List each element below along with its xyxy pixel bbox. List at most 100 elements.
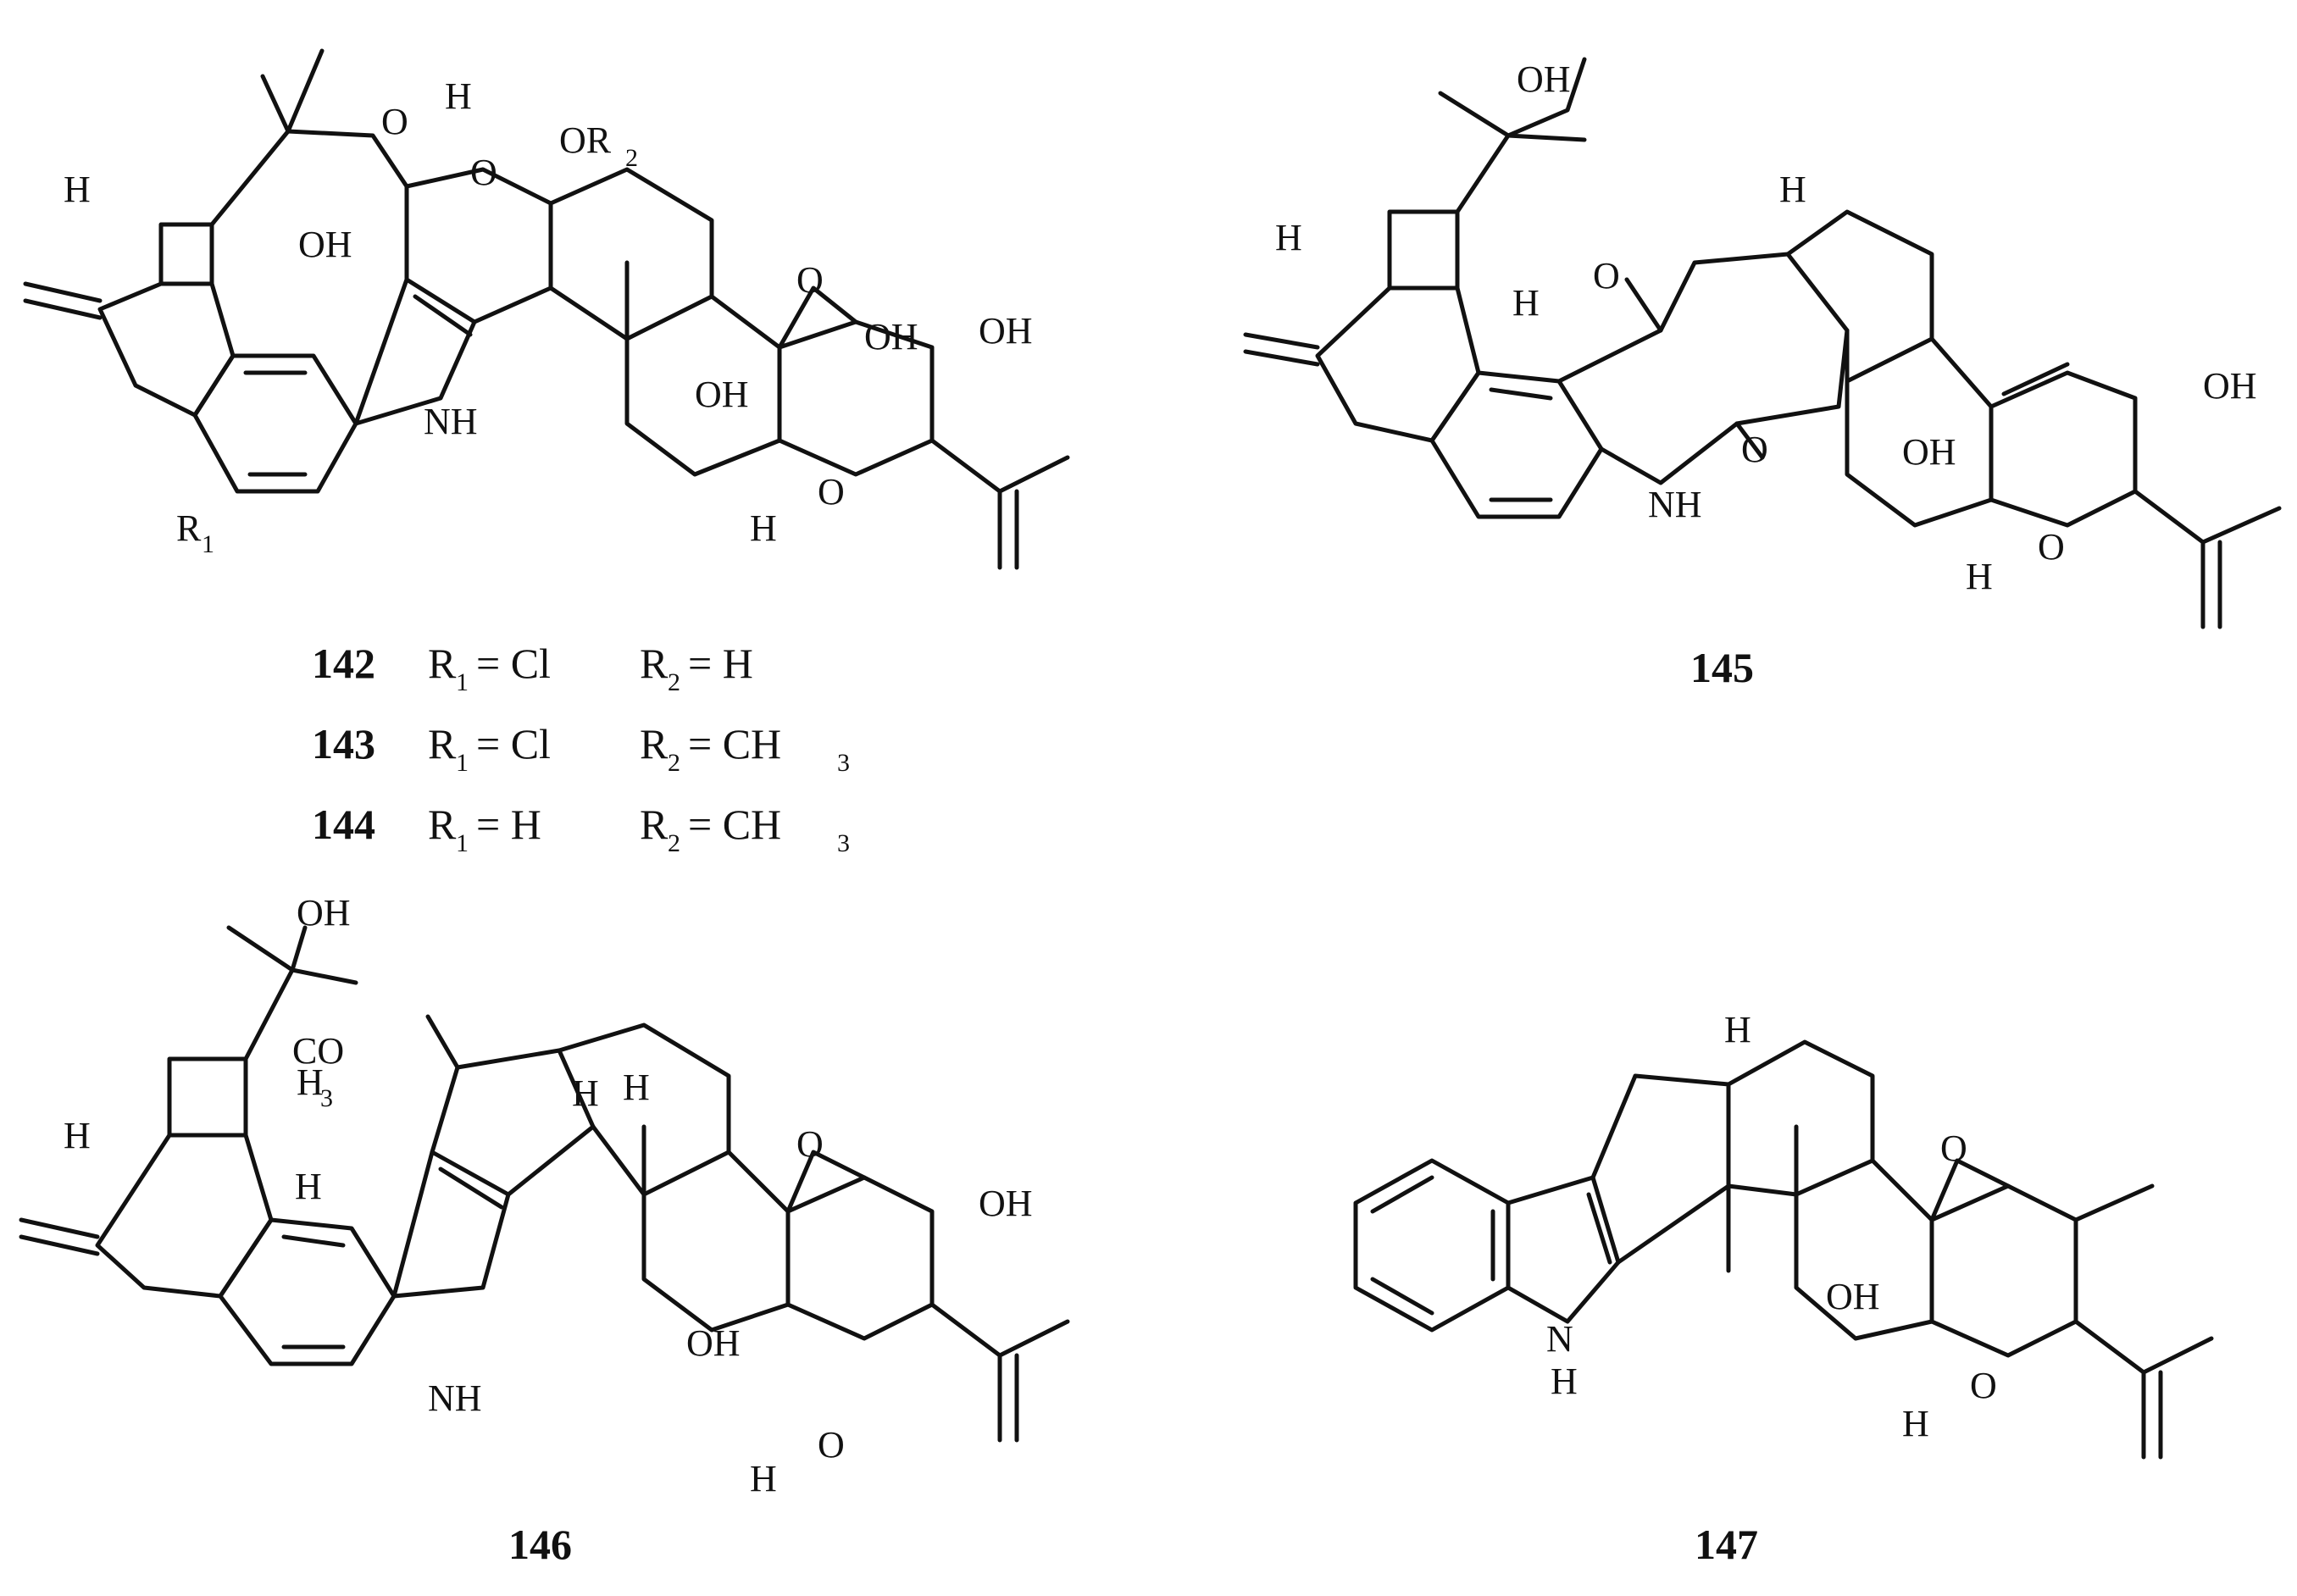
r1-subscript: 1	[456, 749, 469, 777]
r1-subscript: 1	[456, 668, 469, 696]
atom-label: H	[64, 169, 91, 210]
atom-subscript: 2	[625, 144, 638, 172]
isopropenyl-2	[2200, 506, 2282, 545]
atom-label: NH	[424, 401, 478, 442]
r2-symbol: R	[640, 801, 669, 848]
atom-label: H	[750, 1458, 777, 1499]
atom-label: H	[1779, 169, 1806, 210]
ketone-2	[1734, 421, 1765, 460]
atom-label: OH	[686, 1322, 741, 1364]
aromatic-ring	[218, 1217, 397, 1366]
atom-label: O	[1940, 1128, 1967, 1169]
exo-methylene-bond-2	[1243, 349, 1320, 367]
isopropenyl-2	[997, 455, 1070, 494]
ring-d	[557, 1022, 731, 1197]
atom-label: O	[818, 1424, 845, 1466]
atom-label: O	[818, 471, 845, 513]
ring-a	[95, 1133, 274, 1299]
compound-number: 143	[312, 720, 375, 768]
r2-value-subscript: 3	[837, 749, 850, 777]
atom-label: OH	[864, 316, 918, 357]
aromatic-inner-1	[281, 1234, 346, 1248]
atom-label: H	[1512, 282, 1540, 324]
atom-label: O	[796, 1123, 824, 1165]
pyrrole-ring	[1506, 1175, 1621, 1324]
atom-label: H	[295, 1166, 322, 1207]
legend-142-144: 142 R 1 = Cl R 2 = H 143 R 1 = Cl R 2 = …	[312, 640, 850, 857]
epoxide	[777, 285, 858, 350]
atom-label: H	[572, 1072, 599, 1114]
structure-147: H O OH N H H O	[1353, 1009, 2214, 1460]
side-chain-link	[243, 967, 295, 1061]
side-chain-link	[1455, 133, 1511, 214]
gem-dimethyl-1	[260, 74, 291, 134]
ring-f	[624, 294, 782, 477]
atom-label: O	[381, 101, 408, 142]
compound-number: 145	[1690, 644, 1754, 691]
pyrrole-double	[413, 294, 473, 337]
pyrrole-double	[438, 1167, 504, 1210]
ring-a	[1315, 285, 1481, 443]
r1-symbol: R	[428, 801, 457, 848]
aromatic-inner-1	[1489, 387, 1553, 401]
r2-subscript: 2	[668, 749, 680, 777]
ring-e	[548, 167, 714, 341]
ring-e	[641, 1150, 791, 1333]
structure-146: OH H CO H 3 H H H O OH NH OH H O	[19, 892, 1070, 1499]
side-chain-1	[226, 925, 295, 973]
benzene-inner-2	[1370, 1277, 1434, 1316]
atom-label: OH	[695, 374, 749, 415]
cyclopentane	[430, 1048, 596, 1197]
cyclobutane-ring	[1387, 209, 1460, 291]
ring-a	[97, 281, 236, 418]
atom-label: O	[1593, 255, 1620, 296]
ring-f-double	[2001, 362, 2070, 396]
compound-number: 144	[312, 801, 375, 848]
methyl	[2073, 1183, 2155, 1222]
gem-dimethyl-1	[1438, 91, 1511, 138]
atom-label: OH	[298, 224, 352, 265]
exo-methylene-bond-2	[23, 298, 103, 320]
atom-label: H	[623, 1067, 650, 1108]
gem-dimethyl-2	[1506, 133, 1587, 142]
atom-label: O	[1970, 1365, 1997, 1406]
exo-methylene-bond	[1243, 332, 1320, 350]
r2-subscript: 2	[668, 668, 680, 696]
exo-methylene-bond-2	[19, 1234, 100, 1256]
epoxide	[785, 1150, 867, 1214]
r1-value: = Cl	[476, 720, 551, 768]
atom-label: NH	[428, 1377, 482, 1419]
isopropenyl-1	[929, 1302, 1002, 1358]
r2-value: = CH	[688, 801, 781, 848]
cyclobutane-ring	[167, 1056, 248, 1138]
atom-label: NH	[1648, 484, 1702, 525]
compound-number: 142	[312, 640, 375, 687]
compound-number: 147	[1695, 1521, 1758, 1568]
aromatic-ring-a	[192, 353, 358, 494]
side-chain-2	[290, 967, 358, 985]
ring-d	[1785, 209, 1934, 384]
r1-symbol: R	[428, 640, 457, 687]
r1-value: = Cl	[476, 640, 551, 687]
oxepane-ring	[209, 129, 409, 282]
atom-label: H	[1902, 1403, 1929, 1444]
atom-label: O	[796, 259, 824, 301]
atom-label: H	[445, 75, 472, 117]
atom-label: OH	[979, 1183, 1033, 1224]
exo-methylene-bond	[19, 1217, 100, 1239]
atom-label: OH	[1902, 431, 1956, 473]
isopropenyl-1	[2133, 489, 2205, 545]
legend-row-142: 142 R 1 = Cl R 2 = H	[312, 640, 753, 696]
legend-row-143: 143 R 1 = Cl R 2 = CH 3	[312, 720, 850, 777]
ring-d	[1726, 1039, 1875, 1197]
atom-subscript: 1	[202, 530, 214, 558]
ketone-1	[1624, 277, 1663, 333]
atom-label: OH	[1517, 58, 1571, 100]
r2-subscript: 2	[668, 829, 680, 857]
r2-value-subscript: 3	[837, 829, 850, 857]
atom-label: H	[1275, 217, 1302, 258]
atom-label: OH	[1826, 1276, 1880, 1317]
atom-label: H	[1551, 1360, 1578, 1402]
